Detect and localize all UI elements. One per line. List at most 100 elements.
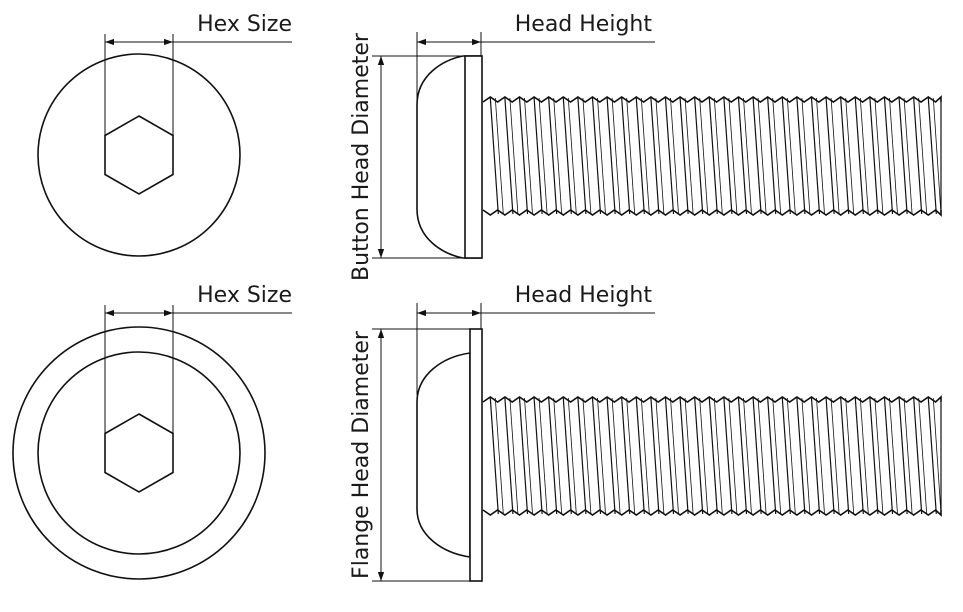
thread-line bbox=[927, 397, 937, 515]
thread-line bbox=[801, 97, 811, 215]
thread-line bbox=[708, 97, 718, 215]
thread-line bbox=[796, 97, 806, 215]
thread-line bbox=[664, 397, 675, 515]
thread-line bbox=[932, 397, 942, 515]
thread-line bbox=[913, 97, 923, 215]
thread-line bbox=[840, 97, 850, 215]
thread-line bbox=[699, 97, 709, 215]
thread-line bbox=[830, 397, 840, 515]
thread-line bbox=[577, 397, 587, 515]
thread-line bbox=[582, 397, 592, 515]
thread-line bbox=[874, 397, 884, 515]
thread-line bbox=[757, 97, 767, 215]
thread-line bbox=[640, 397, 650, 515]
thread-line bbox=[650, 97, 660, 215]
thread-line bbox=[606, 397, 616, 515]
thread-line bbox=[840, 397, 850, 515]
thread-line bbox=[626, 397, 636, 515]
thread-line bbox=[723, 397, 733, 515]
thread-line bbox=[489, 97, 499, 215]
flange-head-dome bbox=[416, 352, 471, 558]
thread-line bbox=[582, 97, 592, 215]
thread-line bbox=[883, 97, 894, 215]
thread-line bbox=[538, 97, 548, 215]
thread-line bbox=[918, 397, 928, 515]
thread-line bbox=[737, 97, 748, 215]
thread-line bbox=[562, 397, 572, 515]
thread-line bbox=[874, 97, 884, 215]
thread-line bbox=[825, 97, 835, 215]
thread-line bbox=[597, 397, 606, 515]
thread-line bbox=[562, 97, 572, 215]
thread-line bbox=[845, 397, 855, 515]
thread-line bbox=[533, 397, 543, 515]
threads-bottom bbox=[482, 395, 942, 517]
thread-line bbox=[743, 397, 752, 515]
thread-line bbox=[728, 97, 738, 215]
thread-line bbox=[796, 397, 806, 515]
thread-line bbox=[524, 397, 533, 515]
thread-line bbox=[713, 397, 723, 515]
thread-line bbox=[816, 397, 825, 515]
thread-line bbox=[883, 397, 894, 515]
threads-top bbox=[482, 95, 942, 217]
button-head-diameter-label: Button Head Diameter bbox=[349, 32, 374, 281]
thread-line bbox=[504, 397, 514, 515]
thread-line bbox=[699, 397, 709, 515]
flange bbox=[469, 328, 483, 582]
thread-line bbox=[752, 97, 762, 215]
flange-head-diameter-label: Flange Head Diameter bbox=[349, 330, 374, 579]
thread-line bbox=[635, 97, 645, 215]
thread-line bbox=[533, 97, 543, 215]
thread-line bbox=[494, 97, 504, 215]
flange-head-top-view: Hex Size bbox=[12, 283, 292, 580]
button-head-side-view: Head Height Button Head Diameter bbox=[349, 12, 942, 281]
thread-line bbox=[898, 397, 908, 515]
thread-line bbox=[869, 97, 879, 215]
thread-line bbox=[859, 397, 869, 515]
thread-line bbox=[927, 97, 937, 215]
thread-line bbox=[757, 397, 767, 515]
thread-line bbox=[889, 397, 898, 515]
thread-line bbox=[816, 97, 825, 215]
thread-line bbox=[781, 97, 791, 215]
hex-size-label-top: Hex Size bbox=[197, 12, 292, 37]
thread-line bbox=[743, 97, 752, 215]
thread-line bbox=[524, 97, 533, 215]
thread-line bbox=[767, 397, 777, 515]
thread-line bbox=[655, 397, 665, 515]
thread-line bbox=[752, 397, 762, 515]
thread-line bbox=[655, 97, 665, 215]
thread-line bbox=[567, 97, 577, 215]
thread-line bbox=[509, 397, 519, 515]
thread-line bbox=[548, 397, 558, 515]
flange-head-side-view: Head Height Flange Head Diameter bbox=[349, 283, 942, 582]
thread-line bbox=[772, 397, 782, 515]
thread-line bbox=[737, 397, 748, 515]
thread-line bbox=[713, 97, 723, 215]
thread-line bbox=[548, 97, 558, 215]
thread-line bbox=[621, 397, 631, 515]
thread-line bbox=[611, 397, 621, 515]
thread-line bbox=[932, 97, 942, 215]
thread-line bbox=[859, 97, 869, 215]
thread-line bbox=[825, 397, 835, 515]
thread-line bbox=[723, 97, 733, 215]
thread-line bbox=[538, 397, 548, 515]
thread-line bbox=[684, 97, 694, 215]
thread-line bbox=[650, 397, 660, 515]
thread-line bbox=[509, 97, 519, 215]
thread-line bbox=[903, 397, 913, 515]
thread-line bbox=[591, 397, 602, 515]
thread-line bbox=[621, 97, 631, 215]
hex-socket-top bbox=[104, 115, 174, 195]
thread-line bbox=[898, 97, 908, 215]
thread-line bbox=[913, 397, 923, 515]
thread-line bbox=[728, 397, 738, 515]
thread-line bbox=[903, 97, 913, 215]
thread-line bbox=[810, 397, 821, 515]
thread-line bbox=[597, 97, 606, 215]
thread-line bbox=[679, 97, 689, 215]
thread-line bbox=[567, 397, 577, 515]
